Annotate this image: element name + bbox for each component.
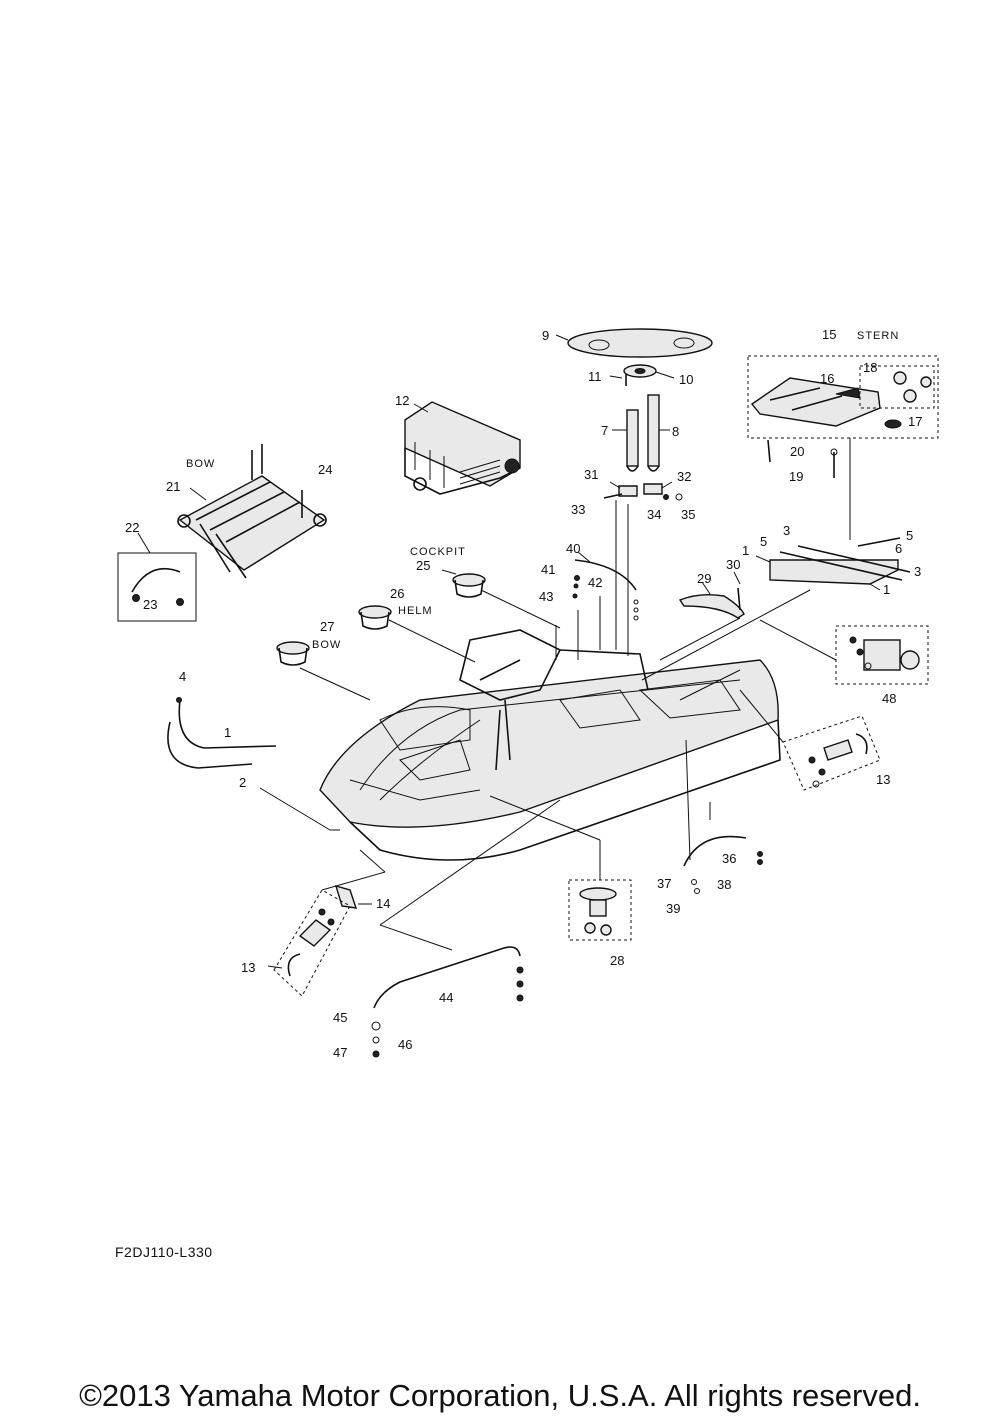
part-21-bow-ladder [177,444,327,579]
label-cockpit: COCKPIT [410,546,466,558]
part-27-bow-cup [276,641,371,701]
callout-5b: 5 [760,534,767,549]
callout-1b: 1 [883,582,890,597]
callout-22: 22 [125,520,139,535]
callout-27: 27 [320,619,334,634]
part-7-8-posts [612,394,670,472]
part-labels: 9 15 STERN 18 16 17 11 10 12 7 8 20 19 B… [125,327,922,1060]
callout-14: 14 [376,896,390,911]
callout-46: 46 [398,1037,412,1052]
callout-9: 9 [542,328,549,343]
leader-lines [259,500,837,951]
callout-23: 23 [143,597,157,612]
callout-2: 2 [239,775,246,790]
part-31-32-clamps [603,481,683,501]
part-1-2-rub-strips [167,697,277,769]
part-44-handrail [371,946,524,1058]
part-14-bracket [334,884,372,909]
part-13-tow-eye-left [267,889,351,997]
callout-15: 15 [822,327,836,342]
callout-1a: 1 [742,543,749,558]
callout-37: 37 [657,876,671,891]
part-22-hose-kit [117,532,197,622]
label-helm: HELM [398,605,433,617]
callout-26: 26 [390,586,404,601]
callout-25: 25 [416,558,430,573]
callout-48: 48 [882,691,896,706]
callout-13b: 13 [241,960,255,975]
callout-17: 17 [908,414,922,429]
part-48-box [835,625,929,685]
callout-31: 31 [584,467,598,482]
callout-3a: 3 [783,523,790,538]
callout-20: 20 [790,444,804,459]
callout-41: 41 [541,562,555,577]
part-25-cockpit-cup [441,569,561,629]
callout-40: 40 [566,541,580,556]
callout-5a: 5 [906,528,913,543]
diagram-code: F2DJ110-L330 [115,1244,213,1260]
callout-7: 7 [601,423,608,438]
part-10-cap [623,364,675,379]
callout-47: 47 [333,1045,347,1060]
callout-3b: 3 [914,564,921,579]
callout-30: 30 [726,557,740,572]
callout-28: 28 [610,953,624,968]
callout-21: 21 [166,479,180,494]
callout-43: 43 [539,589,553,604]
part-29-cleat [678,571,745,619]
label-stern: STERN [857,330,899,342]
callout-11: 11 [588,369,602,384]
label-bow-ladder: BOW [186,458,215,470]
callout-24: 24 [318,462,332,477]
part-12-cooler [404,401,521,495]
part-36-grab-rail [683,835,763,894]
part-40-handrail [572,551,639,621]
callout-32: 32 [677,469,691,484]
part-11-screw [609,374,627,386]
callout-18: 18 [863,360,877,375]
callout-4: 4 [179,669,186,684]
callout-19: 19 [789,469,803,484]
callout-16: 16 [820,371,834,386]
callout-33: 33 [571,502,585,517]
callout-36: 36 [722,851,736,866]
callout-13a: 13 [876,772,890,787]
callout-12: 12 [395,393,409,408]
callout-35: 35 [681,507,695,522]
callout-42: 42 [588,575,602,590]
callout-34: 34 [647,507,661,522]
callout-38: 38 [717,877,731,892]
part-9-cover [555,328,713,358]
part-28-drain-kit [568,879,632,941]
callout-8: 8 [672,424,679,439]
label-bow-cup: BOW [312,639,341,651]
callout-44: 44 [439,990,453,1005]
callout-39: 39 [666,901,680,916]
copyright-notice: ©2013 Yamaha Motor Corporation, U.S.A. A… [79,1378,921,1413]
boat-hull [319,629,781,861]
part-15-stern-assembly [747,355,939,540]
callout-6: 6 [895,541,902,556]
part-1-3-rails [755,537,911,591]
part-26-helm-cup [358,605,476,663]
callout-1c: 1 [224,725,231,740]
callout-10: 10 [679,372,693,387]
callout-29: 29 [697,571,711,586]
part-13-tow-eye-right [782,715,881,791]
callout-45: 45 [333,1010,347,1025]
